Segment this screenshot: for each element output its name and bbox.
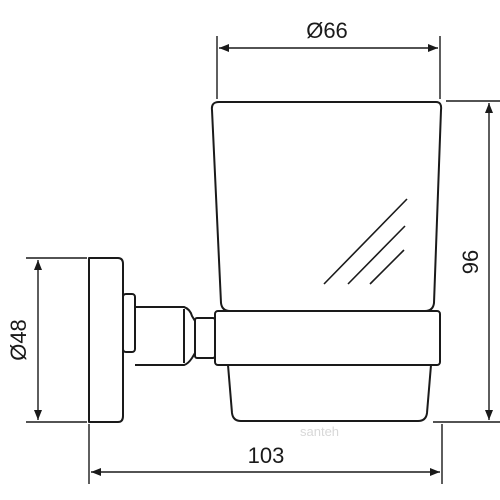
dimension-label-total-height: 96 xyxy=(458,250,483,274)
glass-reflection-3 xyxy=(369,249,405,285)
dimension-cup-diameter xyxy=(216,36,441,99)
glass-cup-lower xyxy=(227,364,432,422)
glass-cup-upper xyxy=(210,101,443,312)
dimension-label-base-diameter: Ø48 xyxy=(6,319,31,361)
holder-band xyxy=(214,310,441,366)
product-outline xyxy=(88,101,443,423)
collar-ring xyxy=(122,293,136,353)
holder-neck xyxy=(194,317,216,359)
dimension-total-height xyxy=(433,100,500,423)
wall-flange xyxy=(88,257,124,423)
glass-reflection-2 xyxy=(347,225,406,285)
glass-reflection-1 xyxy=(323,198,408,285)
watermark-text: santeh xyxy=(300,424,339,439)
dimension-label-cup-diameter: Ø66 xyxy=(306,18,348,43)
dimension-base-diameter xyxy=(26,257,87,423)
connecting-arm xyxy=(135,306,196,366)
dimension-label-total-depth: 103 xyxy=(248,443,285,468)
dimension-total-depth xyxy=(88,424,443,484)
